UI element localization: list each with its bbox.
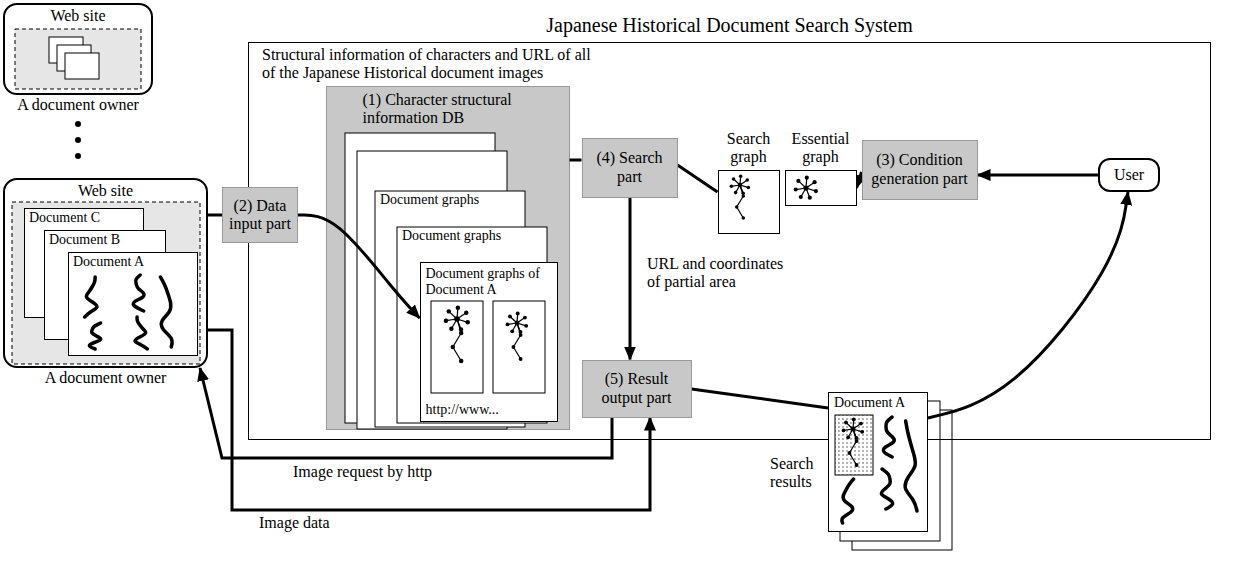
calligraphy-stroke — [85, 277, 97, 317]
process-box: (5) Result output part — [582, 360, 692, 418]
graph-box: Search graph — [718, 170, 780, 234]
ellipsis-dot — [75, 153, 81, 159]
connector — [692, 389, 829, 408]
graph-box: Essential graph — [785, 170, 857, 206]
node-text: (3) Condition generation part — [867, 151, 973, 188]
connector — [978, 174, 1099, 177]
actor-box: User — [1098, 158, 1160, 192]
node-text: (2) Data input part — [226, 197, 294, 234]
node-text: User — [1114, 166, 1144, 184]
calligraphy-stroke — [842, 479, 854, 523]
site-area — [12, 202, 200, 364]
node-text: Document A — [834, 395, 922, 411]
node-illustration — [719, 171, 781, 235]
process-box: (4) Search part — [582, 138, 678, 198]
site-area — [15, 29, 141, 89]
graph-icon — [793, 175, 817, 199]
node-heading: Japanese Historical Document Search Syst… — [546, 14, 913, 37]
system-boundary: Japanese Historical Document Search Syst… — [248, 42, 1211, 440]
edge-label: URL and coordinates of partial area — [644, 255, 800, 292]
graph-icon — [842, 418, 865, 467]
node-heading: Essential graph — [785, 130, 857, 167]
calligraphy-stroke — [160, 277, 172, 347]
node-text: (1) Character structural information DB — [363, 91, 559, 128]
database-box: (1) Character structural information DB D… — [326, 86, 570, 430]
node-text: Document B — [49, 232, 161, 248]
graph-icon — [443, 305, 469, 363]
node-heading: A document owner — [17, 96, 139, 114]
website-box: Web siteA document ownerDocument CDocume… — [3, 178, 208, 368]
process-box: (3) Condition generation part — [862, 140, 978, 200]
graph-icon — [729, 174, 750, 219]
node-text: (5) Result output part — [587, 370, 687, 407]
connector — [928, 192, 1128, 418]
calligraphy-stroke — [135, 317, 147, 349]
ellipsis-dot — [75, 121, 81, 127]
node-text: Document graphs of Document A — [426, 266, 552, 298]
node-text: Web site — [9, 182, 202, 200]
node-heading: http://www... — [426, 402, 499, 418]
calligraphy-stroke — [133, 275, 144, 311]
node-heading: Search graph — [719, 130, 779, 167]
result-page: Document A — [828, 392, 928, 532]
website-box: Web siteA document owner — [3, 3, 153, 95]
node-illustration — [327, 87, 571, 431]
document-page: Document A — [68, 252, 198, 356]
node-text: Document C — [29, 210, 139, 226]
node-text: Document A — [73, 254, 193, 270]
graph-frame — [493, 301, 545, 393]
document-graph-page: Document graphs of Document A http://www.… — [420, 262, 558, 422]
connector — [629, 198, 632, 360]
edge-label: Image data — [256, 514, 333, 532]
graph-frame — [431, 301, 483, 393]
page-sheet — [65, 53, 99, 79]
node-text: (4) Search part — [587, 149, 673, 186]
calligraphy-stroke — [881, 469, 892, 509]
node-illustration — [421, 263, 559, 423]
node-heading: A document owner — [45, 369, 167, 387]
process-box: (2) Data input part — [222, 187, 298, 243]
page-text: Document graphs — [380, 192, 479, 208]
node-illustration — [829, 393, 929, 533]
connector — [570, 159, 582, 162]
calligraphy-stroke — [905, 421, 917, 511]
connector — [678, 165, 718, 192]
ellipsis-dot — [75, 137, 81, 143]
node-text: Web site — [9, 7, 147, 25]
graph-icon — [505, 311, 528, 360]
connector — [208, 214, 222, 217]
highlight-area — [835, 415, 873, 475]
edge-label: Image request by http — [290, 463, 435, 481]
stack-caption: Search results — [770, 455, 828, 492]
page-text: Document graphs — [402, 228, 501, 244]
node-illustration — [786, 171, 858, 207]
calligraphy-stroke — [89, 323, 100, 349]
region-caption: Structural information of characters and… — [262, 46, 602, 83]
calligraphy-stroke — [883, 417, 894, 457]
